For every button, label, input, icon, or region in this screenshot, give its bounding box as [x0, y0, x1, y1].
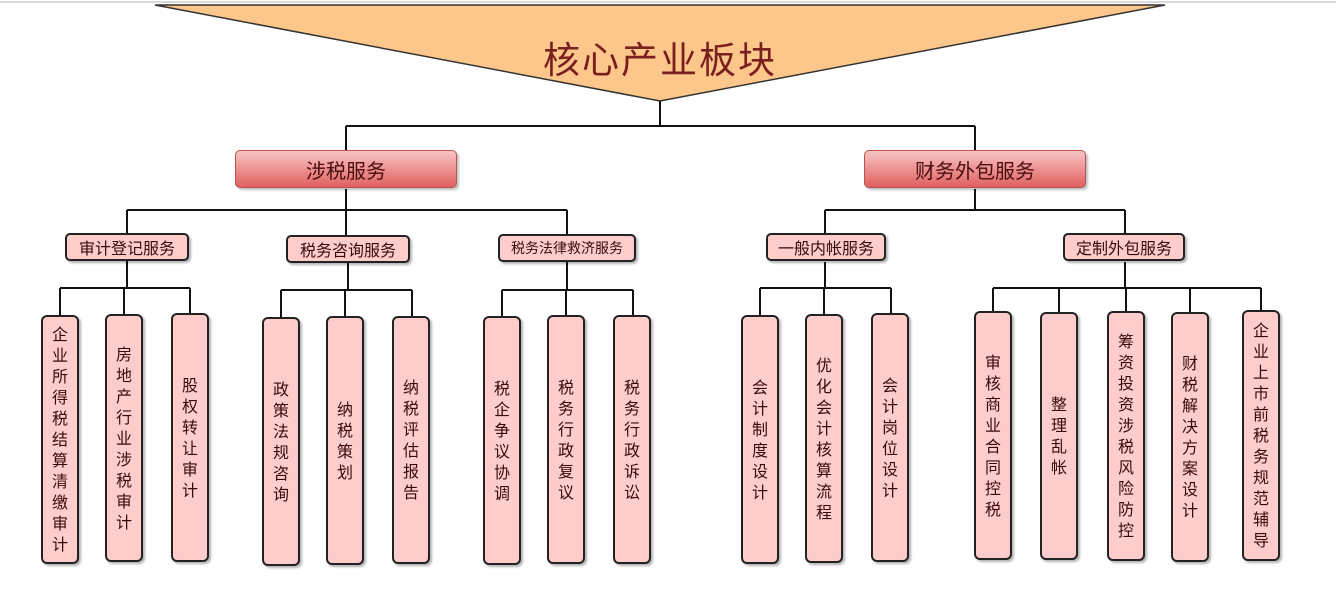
- leaf-label: 企业所得税结算清缴审计: [51, 325, 68, 554]
- leaf-item[interactable]: 企业所得税结算清缴审计: [41, 315, 79, 564]
- leaf-item[interactable]: 税企争议协调: [483, 316, 521, 565]
- leaf-label: 会计制度设计: [751, 377, 768, 502]
- leaf-item[interactable]: 筹资 投资涉税风险防控: [1107, 311, 1145, 561]
- leaf-label: 税务行政复议: [557, 377, 574, 502]
- branch-tax-services[interactable]: 涉税服务: [235, 150, 457, 188]
- leaf-item[interactable]: 股权转让审计: [171, 313, 209, 562]
- leaf-label: 税务行政诉讼: [623, 377, 640, 502]
- leaf-label: 政策法规咨询: [272, 379, 289, 504]
- leaf-item[interactable]: 会计制度设计: [741, 315, 779, 564]
- leaf-label: 股权转让审计: [181, 375, 198, 500]
- leaf-label: 纳税评估报告: [402, 378, 419, 502]
- group-general-bookkeeping[interactable]: 一般内帐服务: [766, 233, 886, 261]
- leaf-item[interactable]: 纳税策划: [326, 316, 364, 565]
- top-border-line: [0, 1, 1336, 3]
- leaf-item[interactable]: 税务行政诉讼: [613, 315, 651, 564]
- group-tax-legal-relief[interactable]: 税务法律救济服务: [498, 234, 636, 262]
- leaf-label: 房地产行业涉税审计: [115, 344, 132, 532]
- branch-finance-outsourcing[interactable]: 财务外包服务: [864, 150, 1086, 188]
- leaf-item[interactable]: 优化会计核算流程: [805, 314, 843, 563]
- header-triangle: [154, 4, 1166, 102]
- leaf-item[interactable]: 审核商业合同控税: [974, 311, 1012, 560]
- leaf-item[interactable]: 房地产行业涉税审计: [105, 314, 143, 562]
- leaf-label: 审核商业合同控税: [984, 352, 1001, 519]
- group-custom-outsourcing[interactable]: 定制外包服务: [1063, 233, 1185, 261]
- leaf-item[interactable]: 税务行政复议: [547, 315, 585, 564]
- group-audit-registration[interactable]: 审计登记服务: [65, 233, 189, 261]
- leaf-label: 优化会计核算流程: [815, 355, 832, 522]
- leaf-item[interactable]: 财税解决方案设计: [1171, 312, 1209, 562]
- leaf-label: 筹资 投资涉税风险防控: [1117, 332, 1134, 540]
- leaf-item[interactable]: 企业上市前税务规范辅导: [1242, 310, 1280, 561]
- leaf-item[interactable]: 纳税评估报告: [392, 316, 430, 564]
- page-title: 核心产业板块: [543, 39, 777, 82]
- leaf-label: 纳税策划: [336, 399, 353, 482]
- leaf-item[interactable]: 会计岗位设计: [871, 313, 909, 562]
- group-tax-consulting[interactable]: 税务咨询服务: [286, 235, 410, 263]
- leaf-label: 财税解决方案设计: [1181, 354, 1198, 520]
- leaf-label: 会计岗位设计: [881, 375, 898, 500]
- leaf-label: 税企争议协调: [493, 378, 510, 503]
- leaf-item[interactable]: 政策法规咨询: [262, 317, 300, 566]
- leaf-label: 企业上市前税务规范辅导: [1252, 321, 1269, 550]
- leaf-item[interactable]: 整理乱帐: [1040, 312, 1078, 560]
- leaf-label: 整理乱帐: [1050, 395, 1067, 477]
